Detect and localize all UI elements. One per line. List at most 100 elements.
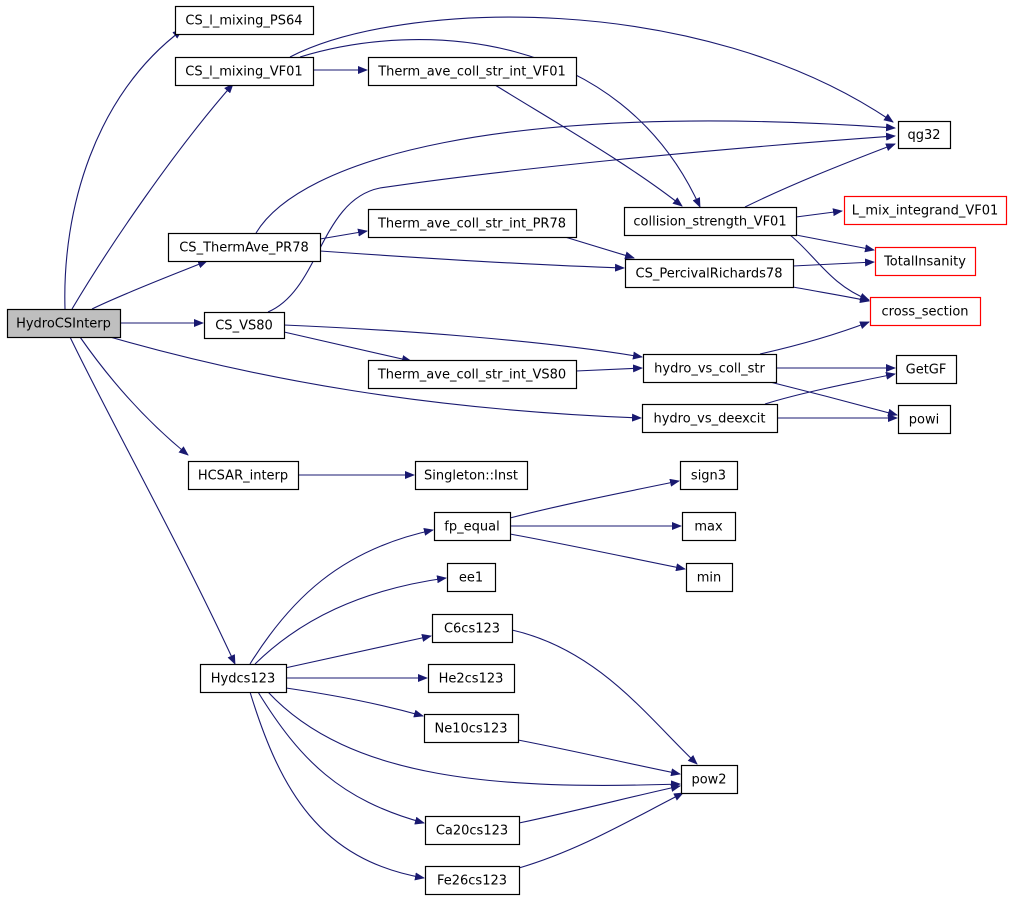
node-label: Ca20cs123 [436,824,508,839]
node-label: cross_section [881,305,968,320]
node-Ca20cs123[interactable]: Ca20cs123 [424,815,521,846]
node-Hydcs123[interactable]: Hydcs123 [199,663,288,694]
node-Fe26cs123[interactable]: Fe26cs123 [424,865,521,896]
node-He2cs123[interactable]: He2cs123 [427,663,516,694]
edge-CS_ThermAve_PR78-to-qg32 [255,120,896,234]
node-label: Fe26cs123 [437,874,507,889]
edge-collision_strength_VF01-to-cross_section [789,234,870,301]
edge-Hydcs123-to-pow2 [267,691,681,789]
node-label: Singleton::Inst [424,469,518,484]
edge-HydroCSInterp-to-Hydcs123 [69,336,236,665]
node-label: CS_l_mixing_PS64 [185,14,302,29]
node-CS_l_mixing_PS64[interactable]: CS_l_mixing_PS64 [174,5,315,36]
node-HCSAR_interp[interactable]: HCSAR_interp [187,460,300,491]
edge-CS_PercivalRichards78-to-TotalInsanity [792,258,875,267]
edge-HydroCSInterp-to-hydro_vs_deexcit [109,336,642,422]
edge-Therm_ave_coll_str_int_VS80-to-hydro_vs_coll_str [575,364,643,373]
node-label: CS_ThermAve_PR78 [179,241,309,256]
node-label: HCSAR_interp [198,469,288,484]
node-label: CS_VS80 [215,319,273,334]
node-label: L_mix_integrand_VF01 [852,204,999,219]
edge-HydroCSInterp-to-CS_l_mixing_PS64 [64,29,183,310]
node-ee1[interactable]: ee1 [446,562,497,593]
edge-Hydcs123-to-Ca20cs123 [257,691,425,825]
edge-CS_ThermAve_PR78-to-CS_PercivalRichards78 [319,250,625,272]
edge-collision_strength_VF01-to-qg32 [744,143,896,208]
node-Singleton_Inst[interactable]: Singleton::Inst [414,460,529,491]
node-CS_VS80[interactable]: CS_VS80 [203,311,286,340]
node-label: pow2 [691,773,726,788]
edge-Hydcs123-to-fp_equal [249,527,434,665]
node-label: collision_strength_VF01 [633,215,786,230]
edge-Fe26cs123-to-pow2 [518,792,684,869]
node-label: qg32 [907,128,940,143]
node-label: TotalInsanity [883,255,966,270]
node-C6cs123[interactable]: C6cs123 [431,613,514,644]
node-qg32[interactable]: qg32 [897,120,952,150]
node-label: Therm_ave_coll_str_int_VF01 [377,65,566,80]
node-label: min [697,571,722,586]
edge-CS_VS80-to-qg32 [267,132,896,313]
node-CS_PercivalRichards78[interactable]: CS_PercivalRichards78 [624,258,795,289]
node-Therm_ave_coll_str_int_PR78[interactable]: Therm_ave_coll_str_int_PR78 [367,208,578,239]
node-label: hydro_vs_coll_str [654,362,765,377]
node-collision_strength_VF01[interactable]: collision_strength_VF01 [623,206,798,237]
edge-hydro_vs_coll_str-to-cross_section [759,321,870,355]
node-label: GetGF [906,363,947,378]
node-label: sign3 [691,469,726,484]
edge-Hydcs123-to-C6cs123 [284,634,432,669]
node-TotalInsanity[interactable]: TotalInsanity [874,246,977,277]
node-label: C6cs123 [444,622,500,637]
node-hydro_vs_deexcit[interactable]: hydro_vs_deexcit [641,403,779,434]
node-L_mix_integrand_VF01[interactable]: L_mix_integrand_VF01 [843,195,1008,226]
node-cross_section[interactable]: cross_section [869,296,982,327]
edge-hydro_vs_coll_str-to-powi [769,381,898,417]
node-Therm_ave_coll_str_int_VS80[interactable]: Therm_ave_coll_str_int_VS80 [367,359,578,390]
edge-Ca20cs123-to-pow2 [518,784,681,824]
node-Ne10cs123[interactable]: Ne10cs123 [423,713,520,744]
node-label: CS_l_mixing_VF01 [185,65,302,80]
node-label: hydro_vs_deexcit [653,412,765,427]
node-label: CS_PercivalRichards78 [636,267,783,282]
node-max[interactable]: max [681,511,737,542]
node-label: Hydcs123 [211,672,275,687]
node-label: ee1 [459,571,483,586]
node-CS_l_mixing_VF01[interactable]: CS_l_mixing_VF01 [174,56,315,87]
node-hydro_vs_coll_str[interactable]: hydro_vs_coll_str [642,353,778,384]
edge-hydro_vs_deexcit-to-GetGF [764,371,896,405]
node-pow2[interactable]: pow2 [680,764,739,795]
node-label: Ne10cs123 [435,722,508,737]
edge-fp_equal-to-min [509,533,686,572]
edge-CS_l_mixing_VF01-to-collision_strength_VF01 [299,39,701,208]
node-Therm_ave_coll_str_int_VF01[interactable]: Therm_ave_coll_str_int_VF01 [367,56,578,87]
node-sign3[interactable]: sign3 [679,460,739,491]
edge-Therm_ave_coll_str_int_VF01-to-collision_strength_VF01 [494,84,683,207]
node-label: He2cs123 [439,672,504,687]
node-label: Therm_ave_coll_str_int_VS80 [377,368,566,383]
edge-Therm_ave_coll_str_int_PR78-to-CS_PercivalRichards78 [564,236,635,260]
edge-CS_ThermAve_PR78-to-Therm_ave_coll_str_int_PR78 [319,228,368,240]
edge-Hydcs123-to-Fe26cs123 [249,691,425,881]
edge-CS_VS80-to-Therm_ave_coll_str_int_VS80 [283,331,412,363]
edge-HydroCSInterp-to-CS_ThermAve_PR78 [91,260,208,310]
node-HydroCSInterp[interactable]: HydroCSInterp [6,308,122,339]
edge-CS_l_mixing_VF01-to-qg32 [289,16,894,123]
node-label: max [694,520,723,535]
edge-fp_equal-to-sign3 [509,478,680,519]
edge-Hydcs123-to-Ne10cs123 [285,687,424,718]
node-label: Therm_ave_coll_str_int_PR78 [377,217,566,232]
node-label: fp_equal [444,520,499,535]
node-min[interactable]: min [685,562,734,593]
edge-Ne10cs123-to-pow2 [517,739,681,777]
edge-CS_PercivalRichards78-to-cross_section [792,286,870,304]
node-GetGF[interactable]: GetGF [895,354,958,385]
edge-HydroCSInterp-to-HCSAR_interp [79,336,189,456]
edge-CS_VS80-to-hydro_vs_coll_str [283,324,643,360]
edge-Hydcs123-to-ee1 [254,575,447,665]
node-powi[interactable]: powi [897,404,952,435]
node-CS_ThermAve_PR78[interactable]: CS_ThermAve_PR78 [167,232,322,263]
edge-C6cs123-to-pow2 [511,629,698,765]
node-label: HydroCSInterp [16,317,111,332]
node-fp_equal[interactable]: fp_equal [433,511,512,542]
